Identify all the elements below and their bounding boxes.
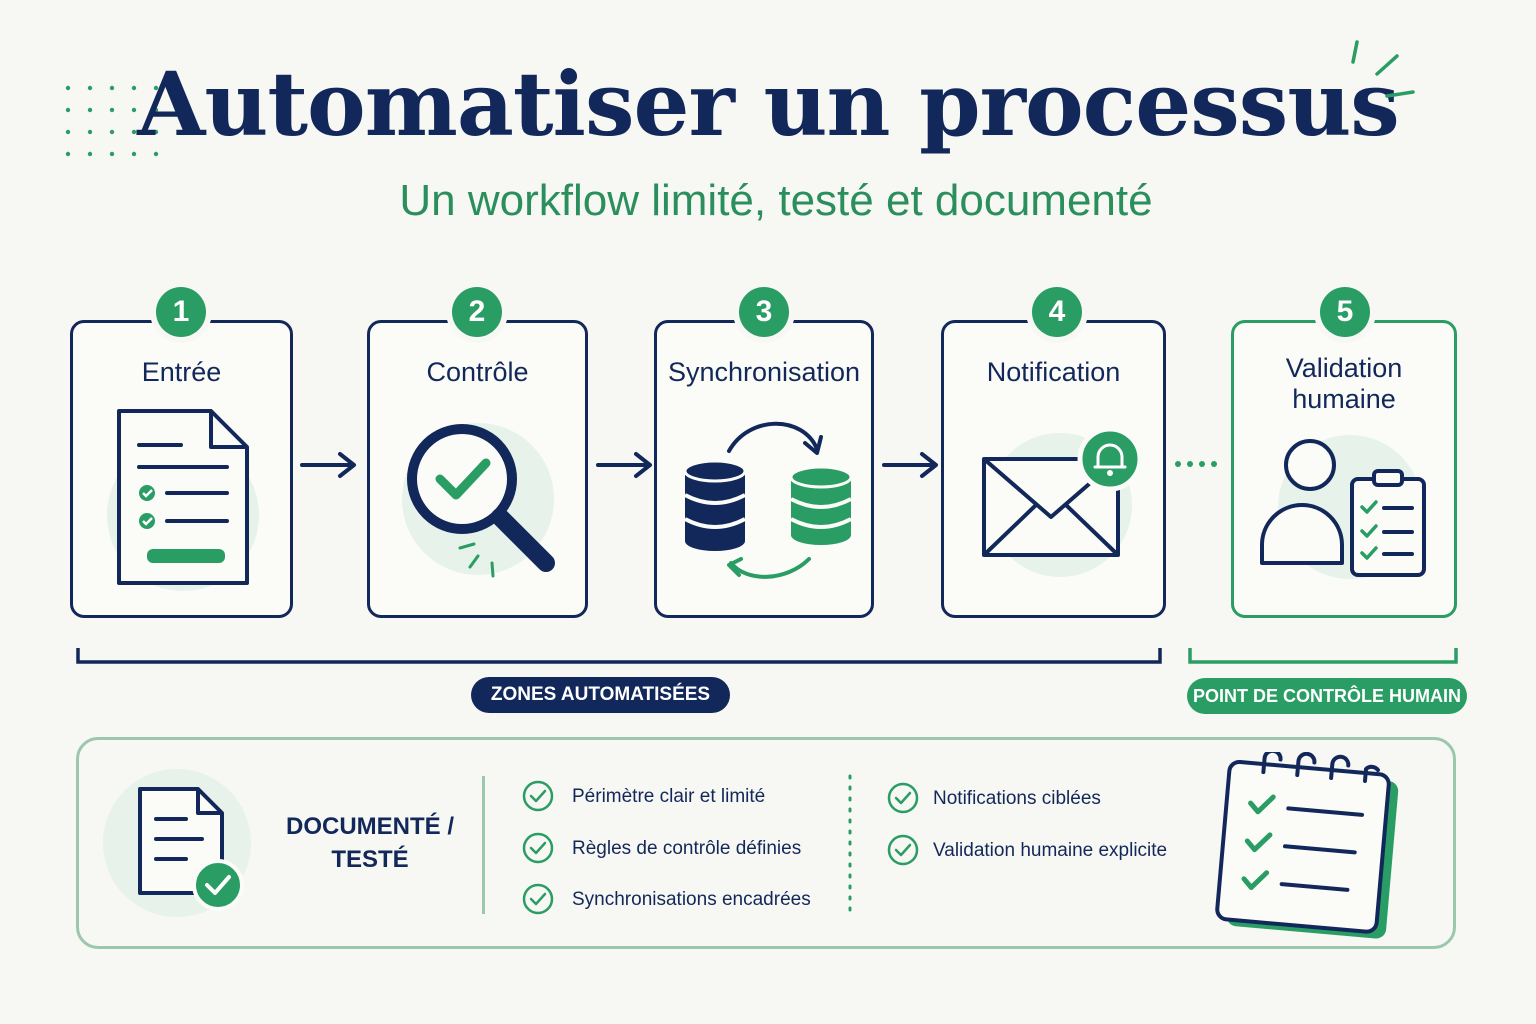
dotted-connector xyxy=(1175,461,1217,467)
magnifier-check-icon xyxy=(402,423,555,578)
document-tested-icon xyxy=(103,769,251,917)
step-card-notification: Notification xyxy=(941,320,1166,618)
step-label: Entrée xyxy=(141,357,222,387)
step-label-line1: Validation xyxy=(1285,353,1403,383)
documented-tested-label: DOCUMENTÉ / TESTÉ xyxy=(270,810,470,876)
calendar-checklist-icon xyxy=(1215,752,1399,939)
step-label: Notification xyxy=(986,357,1121,387)
step-badge-1: 1 xyxy=(156,287,206,337)
step-badge-4: 4 xyxy=(1032,287,1082,337)
step-card-entree: Entrée xyxy=(70,320,293,618)
tested-label: TESTÉ xyxy=(331,846,409,873)
database-sync-icon xyxy=(683,421,853,579)
human-checkpoint-label: POINT DE CONTRÔLE HUMAIN xyxy=(1187,678,1467,714)
check-circle-icon xyxy=(522,832,554,864)
page-title: Automatiser un processus xyxy=(137,52,1400,156)
automated-zones-label: ZONES AUTOMATISÉES xyxy=(471,677,730,713)
decorative-dot-grid xyxy=(65,85,159,157)
step-card-controle: Contrôle xyxy=(367,320,588,618)
step-card-synchronisation: Synchronisation xyxy=(654,320,874,618)
zone-brackets xyxy=(76,648,1458,664)
person-clipboard-icon xyxy=(1260,435,1426,579)
check-circle-icon xyxy=(522,883,554,915)
document-checklist-icon xyxy=(107,409,259,591)
dotted-divider xyxy=(848,774,852,916)
check-circle-icon xyxy=(887,782,919,814)
check-circle-icon xyxy=(887,834,919,866)
panel-divider xyxy=(482,776,485,914)
arrow-right-icon xyxy=(882,452,938,478)
step-label: Contrôle xyxy=(426,357,529,387)
arrow-right-icon xyxy=(596,452,652,478)
step-badge-5: 5 xyxy=(1320,287,1370,337)
page-subtitle: Un workflow limité, testé et documenté xyxy=(399,176,1153,225)
step-badge-3: 3 xyxy=(739,287,789,337)
step-label-line2: humaine xyxy=(1292,384,1396,414)
step-badge-2: 2 xyxy=(452,287,502,337)
sparkle-icon xyxy=(1351,40,1415,98)
check-circle-icon xyxy=(522,780,554,812)
summary-panel xyxy=(76,737,1456,949)
step-card-validation-humaine: Validation humaine xyxy=(1231,320,1457,618)
step-label: Synchronisation xyxy=(667,357,861,387)
envelope-bell-icon xyxy=(982,426,1143,577)
documented-label: DOCUMENTÉ / xyxy=(286,813,454,840)
arrow-right-icon xyxy=(300,452,356,478)
